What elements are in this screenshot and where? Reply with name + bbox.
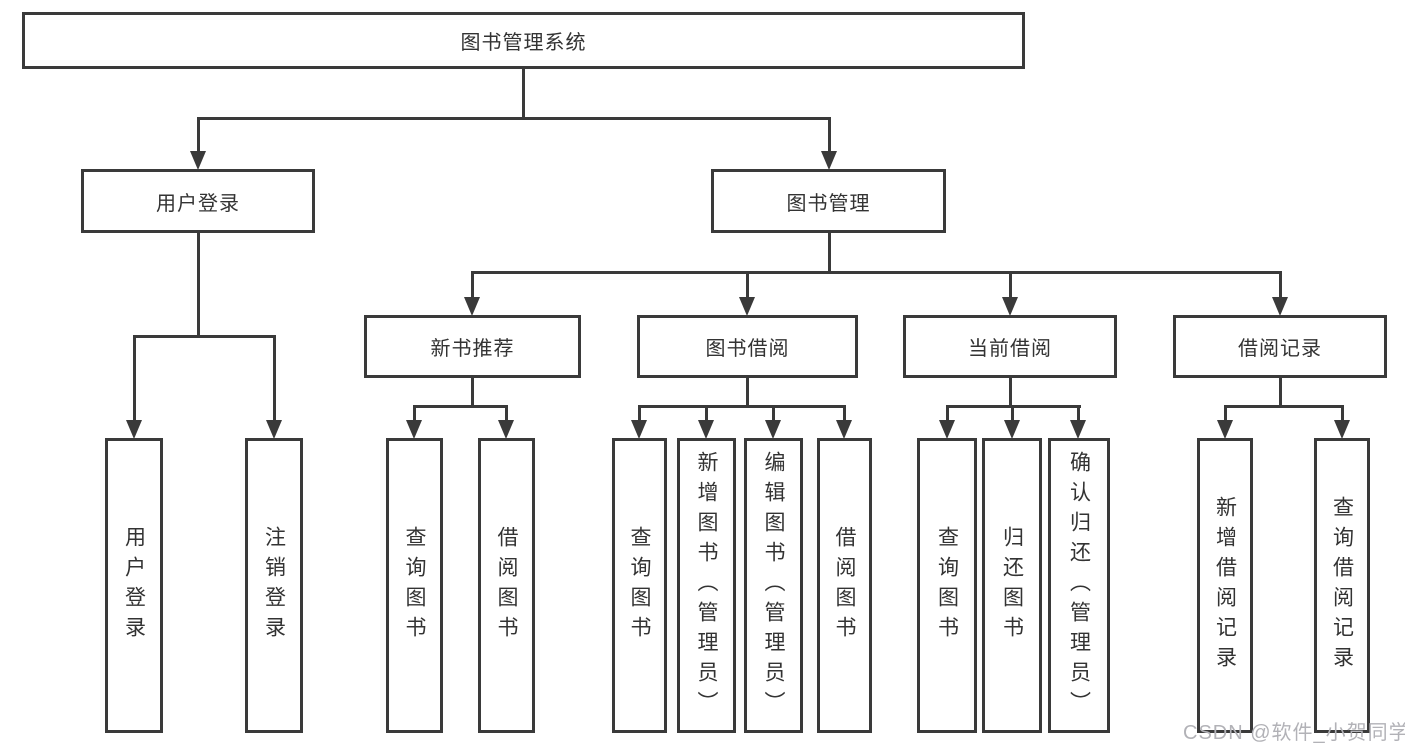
connector-line: [133, 335, 136, 421]
leaf-add-borrow-record: 新增借阅记录: [1197, 438, 1253, 733]
node-label: 图书借阅: [705, 338, 790, 360]
node-label: 注销登录: [262, 525, 286, 646]
node-label: 新增借阅记录: [1213, 495, 1237, 676]
connector-line: [946, 405, 949, 422]
connector-line: [638, 405, 846, 408]
leaf-edit-book-admin: 编辑图书（管理员）: [744, 438, 803, 733]
leaf-borrow-books: 借阅图书: [817, 438, 872, 733]
connector-line: [1009, 378, 1012, 407]
connector-line: [471, 378, 474, 407]
connector-line: [471, 271, 1282, 274]
connector-line: [1077, 405, 1080, 422]
connector-line: [746, 271, 749, 299]
arrow-down-icon: [739, 297, 755, 316]
arrow-down-icon: [1002, 297, 1018, 316]
arrow-down-icon: [836, 420, 852, 439]
leaf-query-books: 查询图书: [386, 438, 443, 733]
connector-line: [471, 271, 474, 299]
leaf-query-borrow-record: 查询借阅记录: [1314, 438, 1370, 733]
connector-line: [772, 405, 775, 422]
arrow-down-icon: [631, 420, 647, 439]
arrow-down-icon: [498, 420, 514, 439]
connector-line: [1279, 378, 1282, 407]
node-new-book-recommend: 新书推荐: [364, 315, 581, 378]
node-label: 新增图书（管理员）: [695, 450, 718, 721]
leaf-logout: 注销登录: [245, 438, 303, 733]
node-label: 用户登录: [156, 192, 240, 215]
node-book-borrowing: 图书借阅: [637, 315, 858, 378]
connector-line: [746, 378, 749, 407]
leaf-add-book-admin: 新增图书（管理员）: [677, 438, 736, 733]
node-label: 编辑图书（管理员）: [762, 450, 785, 721]
node-borrowing-records: 借阅记录: [1173, 315, 1387, 378]
node-label: 借阅图书: [833, 525, 856, 646]
connector-line: [1224, 405, 1227, 422]
arrow-down-icon: [1070, 420, 1086, 439]
node-label: 查询图书: [628, 525, 651, 646]
leaf-return-books: 归还图书: [982, 438, 1042, 733]
connector-line: [638, 405, 641, 422]
watermark: CSDN @软件_小贺同学: [1183, 722, 1405, 744]
connector-line: [197, 233, 200, 337]
node-label: 借阅记录: [1238, 338, 1322, 360]
node-current-borrowing: 当前借阅: [903, 315, 1117, 378]
node-book-management: 图书管理: [711, 169, 946, 233]
connector-line: [522, 69, 525, 119]
node-label: 归还图书: [1000, 525, 1024, 646]
arrow-down-icon: [126, 420, 142, 439]
arrow-down-icon: [464, 297, 480, 316]
node-label: 借阅图书: [495, 525, 518, 646]
arrow-down-icon: [1334, 420, 1350, 439]
node-label: 新书推荐: [430, 338, 515, 360]
connector-line: [505, 405, 508, 422]
arrow-down-icon: [939, 420, 955, 439]
connector-line: [828, 233, 831, 274]
arrow-down-icon: [821, 151, 837, 170]
connector-line: [197, 117, 831, 120]
leaf-user-login: 用户登录: [105, 438, 163, 733]
connector-line: [1279, 271, 1282, 299]
node-label: 查询借阅记录: [1330, 495, 1354, 676]
arrow-down-icon: [1004, 420, 1020, 439]
connector-line: [1011, 405, 1014, 422]
node-label: 查询图书: [403, 525, 426, 646]
node-label: 当前借阅: [968, 338, 1052, 360]
node-label: 确认归还（管理员）: [1067, 450, 1091, 721]
node-label: 用户登录: [122, 525, 146, 646]
arrow-down-icon: [1217, 420, 1233, 439]
connector-line: [1224, 405, 1344, 408]
arrow-down-icon: [266, 420, 282, 439]
connector-line: [705, 405, 708, 422]
arrow-down-icon: [406, 420, 422, 439]
node-label: 图书管理: [786, 192, 871, 215]
arrow-down-icon: [190, 151, 206, 170]
leaf-query-books: 查询图书: [917, 438, 977, 733]
connector-line: [413, 405, 416, 422]
connector-line: [413, 405, 508, 408]
arrow-down-icon: [1272, 297, 1288, 316]
leaf-borrow-books: 借阅图书: [478, 438, 535, 733]
connector-line: [828, 117, 831, 153]
connector-line: [843, 405, 846, 422]
connector-line: [1009, 271, 1012, 299]
connector-line: [197, 117, 200, 153]
node-label: 查询图书: [935, 525, 959, 646]
arrow-down-icon: [698, 420, 714, 439]
leaf-query-books: 查询图书: [612, 438, 667, 733]
leaf-confirm-return-admin: 确认归还（管理员）: [1048, 438, 1110, 733]
arrow-down-icon: [765, 420, 781, 439]
node-user-login: 用户登录: [81, 169, 315, 233]
connector-line: [1341, 405, 1344, 422]
node-label: 图书管理系统: [460, 32, 587, 54]
connector-line: [273, 335, 276, 421]
node-library-management-system: 图书管理系统: [22, 12, 1025, 69]
connector-line: [133, 335, 276, 338]
